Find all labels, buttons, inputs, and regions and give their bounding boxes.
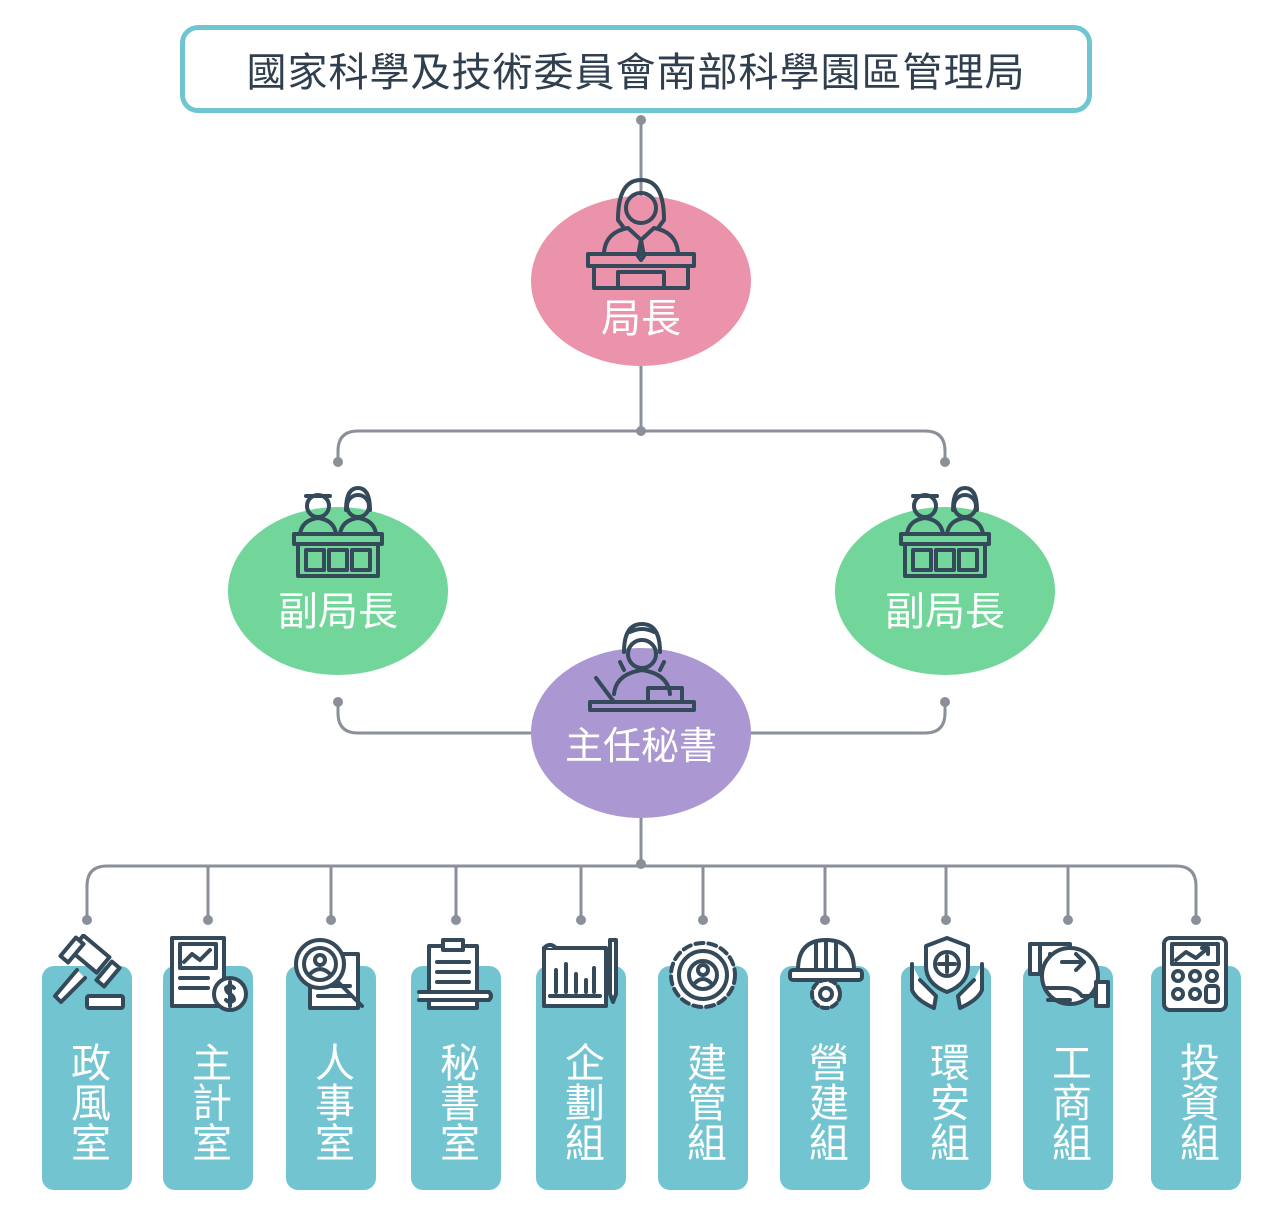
department-box: 環安組 (901, 966, 991, 1190)
chief-secretary-node: 主任秘書 (531, 648, 751, 818)
department-label: 環安組 (923, 1042, 969, 1162)
hardhat-gear-icon (788, 938, 864, 1010)
two-officials-icon (292, 486, 384, 578)
gear-person-icon (669, 941, 737, 1009)
director-label: 局長 (601, 296, 681, 342)
shield-hands-icon (910, 936, 984, 1010)
organization-title: 國家科學及技術委員會南部科學園區管理局 (180, 25, 1092, 113)
department-label: 企劃組 (558, 1042, 604, 1162)
ledger-dollar-icon (170, 936, 248, 1012)
secretary-at-desk-icon (588, 622, 696, 712)
deputy-director-label: 副局長 (278, 589, 398, 635)
chief-secretary-label: 主任秘書 (564, 724, 717, 768)
two-officials-icon (899, 486, 991, 578)
department-label: 秘書室 (433, 1042, 479, 1162)
department-label: 政風室 (64, 1042, 110, 1162)
calculator-icon (1162, 936, 1228, 1012)
deputy-director-label: 副局長 (885, 589, 1005, 635)
department-box: 營建組 (780, 966, 870, 1190)
gavel-icon (53, 934, 125, 1010)
person-at-podium-icon (586, 178, 696, 290)
clipboard-icon (417, 938, 493, 1010)
department-label: 建管組 (680, 1042, 726, 1162)
hand-transfer-icon (1028, 942, 1110, 1008)
magnifier-person-icon (294, 938, 364, 1010)
department-label: 工商組 (1045, 1042, 1091, 1162)
department-label: 營建組 (802, 1042, 848, 1162)
deputy-director-node-right: 副局長 (835, 507, 1055, 675)
blueprint-chart-icon (542, 938, 618, 1008)
department-box: 建管組 (658, 966, 748, 1190)
department-label: 投資組 (1173, 1042, 1219, 1162)
department-label: 主計室 (185, 1042, 231, 1162)
department-label: 人事室 (308, 1042, 354, 1162)
